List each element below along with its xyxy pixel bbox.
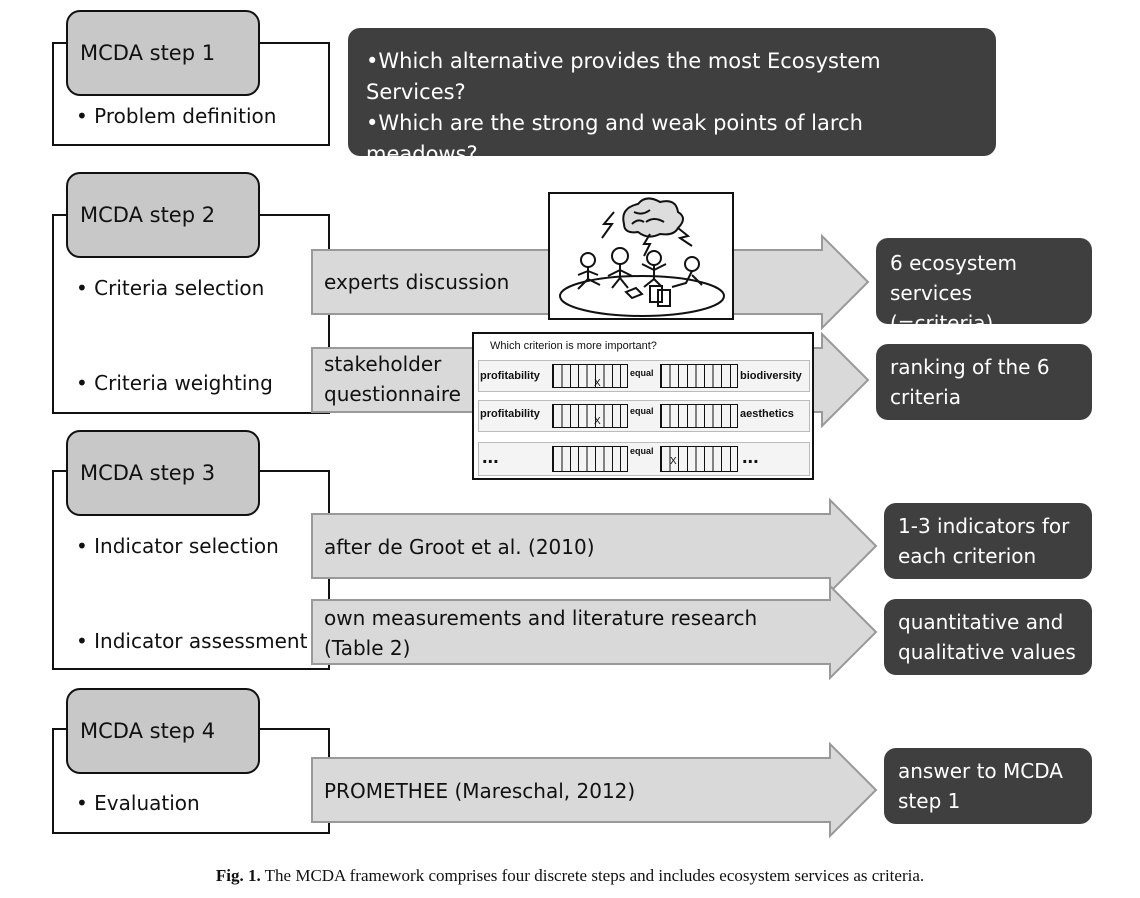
result-box-indicators: 1-3 indicators for each criterion — [884, 503, 1092, 579]
table-shape — [559, 275, 725, 317]
questionnaire-row3-mark: X — [670, 456, 677, 467]
result2-line1: ranking of the 6 — [890, 355, 1050, 379]
result4-line2: qualitative values — [898, 640, 1076, 664]
questionnaire-row1-mid: equal — [630, 368, 654, 378]
scale-grid-row3 — [552, 446, 628, 472]
arrow-label-stakeholder-line1: stakeholder — [324, 352, 442, 376]
result4-line1: quantitative and — [898, 610, 1064, 634]
arrow-label-experts-discussion: experts discussion — [324, 270, 510, 294]
result-box-ecosystem-services: 6 ecosystem services (=criteria) — [876, 238, 1092, 335]
step1-title: MCDA step 1 — [80, 41, 216, 65]
arrow-label-promethee: PROMETHEE (Mareschal, 2012) — [324, 779, 636, 803]
arrow-label-de-groot: after de Groot et al. (2010) — [324, 535, 595, 559]
arrow-label-own-measurements: own measurements and literature research… — [324, 603, 757, 663]
scale-grid-row2-right — [660, 404, 738, 428]
questionnaire-row3-left: ... — [482, 446, 499, 468]
questionnaire-row — [478, 442, 810, 476]
step2-item-criteria-weighting: • Criteria weighting — [76, 371, 273, 395]
step4-title: MCDA step 4 — [80, 719, 216, 743]
step3-item-indicator-selection: • Indicator selection — [76, 534, 279, 558]
step2-tab: MCDA step 2 — [66, 172, 260, 258]
result3-line1: 1-3 indicators for — [898, 514, 1070, 538]
result-box-answer: answer to MCDA step 1 — [884, 748, 1092, 824]
scale-grid-row2 — [552, 404, 628, 428]
step4-item-evaluation: • Evaluation — [76, 791, 200, 815]
figure-caption-label: Fig. 1. — [215, 866, 261, 885]
step4-tab: MCDA step 4 — [66, 688, 260, 774]
result3-line2: each criterion — [898, 544, 1037, 568]
questionnaire-title: Which criterion is more important? — [490, 340, 657, 352]
questionnaire-row3-right: ... — [742, 446, 759, 468]
step2-item-criteria-selection: • Criteria selection — [76, 276, 265, 300]
result2-line2: criteria — [890, 385, 961, 409]
questionnaire-row — [478, 360, 810, 392]
result-box-values: quantitative and qualitative values — [884, 599, 1092, 675]
step3-tab: MCDA step 3 — [66, 430, 260, 516]
step3-item-indicator-assessment: • Indicator assessment — [76, 629, 308, 653]
questionnaire-row3-mid: equal — [630, 446, 654, 456]
questionnaire-row2-mid: equal — [630, 406, 654, 416]
questionnaire-row — [478, 400, 810, 432]
result1-line2: services (=criteria) — [890, 281, 994, 335]
step3-title: MCDA step 3 — [80, 461, 216, 485]
figure-caption-text: The MCDA framework comprises four discre… — [260, 866, 925, 885]
arrow-label-stakeholder-line2: questionnaire — [324, 382, 461, 406]
questionnaire-row1-mark: X — [594, 378, 601, 389]
questionnaire-row2-left: profitability — [480, 408, 540, 420]
scale-grid-row1 — [552, 364, 628, 388]
step2-title: MCDA step 2 — [80, 203, 216, 227]
arrow-label-own-line2: (Table 2) — [324, 636, 411, 660]
lightning-icon-left — [601, 211, 615, 239]
scale-grid-row3-right — [660, 446, 738, 472]
result5-line1: answer to MCDA — [898, 759, 1063, 783]
questionnaire-row2-mark: X — [594, 416, 601, 427]
arrow-label-own-line1: own measurements and literature research — [324, 606, 758, 630]
experts-sketch — [559, 197, 725, 317]
result5-line2: step 1 — [898, 789, 961, 813]
questionnaire-panel: Which criterion is more important? profi… — [472, 332, 814, 480]
result-box-ranking: ranking of the 6 criteria — [876, 344, 1092, 420]
question-2: •Which are the strong and weak points of… — [366, 111, 863, 166]
questionnaire-row2-right: aesthetics — [740, 408, 794, 420]
step1-item-problem-definition: • Problem definition — [76, 104, 277, 128]
arrow-label-stakeholder-questionnaire: stakeholder questionnaire — [324, 349, 461, 409]
lightning-icon-center — [642, 233, 652, 257]
scale-grid-row1-right — [660, 364, 738, 388]
figure-caption: Fig. 1. The MCDA framework comprises fou… — [0, 866, 1140, 886]
step1-tab: MCDA step 1 — [66, 10, 260, 96]
experts-discussion-picture — [548, 192, 734, 320]
lightning-icon-right — [677, 227, 693, 247]
questionnaire-row1-left: profitability — [480, 370, 540, 382]
questionnaire-row1-right: biodiversity — [740, 370, 802, 382]
brain-icon — [622, 197, 684, 238]
result1-line1: 6 ecosystem — [890, 251, 1017, 275]
questions-box: •Which alternative provides the most Eco… — [348, 28, 996, 228]
question-1: •Which alternative provides the most Eco… — [366, 49, 881, 104]
